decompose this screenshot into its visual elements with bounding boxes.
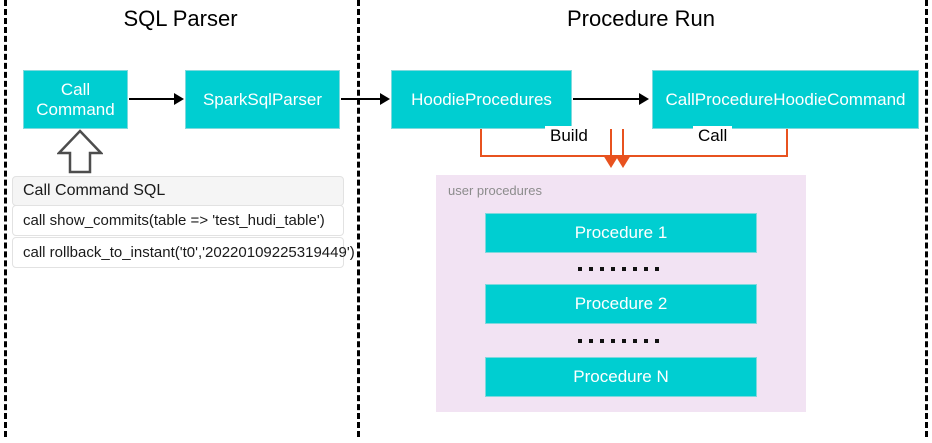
node-hoodie-procedures[interactable]: HoodieProcedures xyxy=(391,70,572,129)
node-call-command-line2: Command xyxy=(36,99,115,119)
lane-title-sql-parser: SQL Parser xyxy=(123,6,238,31)
orange-build-vertical-left xyxy=(480,129,482,156)
arrow-spark-to-hoodie-line xyxy=(341,98,380,100)
node-call-command-line1: Call xyxy=(60,79,91,99)
orange-call-horizontal xyxy=(622,155,788,157)
node-call-command[interactable]: Call Command xyxy=(23,70,128,129)
sql-examples-table: Call Command SQL call show_commits(table… xyxy=(12,176,355,268)
orange-build-vertical-right xyxy=(610,129,612,157)
orange-build-horizontal xyxy=(480,155,612,157)
orange-call-vertical-right xyxy=(786,129,788,156)
sql-table-row: call show_commits(table => 'test_hudi_ta… xyxy=(12,205,344,236)
procedure-box[interactable]: Procedure N xyxy=(485,357,757,397)
user-procedures-label: user procedures xyxy=(448,183,542,198)
orange-call-arrowhead xyxy=(615,155,631,168)
arrow-call-command-to-spark-line xyxy=(129,98,174,100)
orange-call-vertical-left xyxy=(622,129,624,157)
arrow-hoodie-to-callcmd-line xyxy=(573,98,639,100)
lane-divider-right xyxy=(925,0,928,437)
arrow-spark-to-hoodie-head xyxy=(380,93,390,105)
arrow-hoodie-to-callcmd-head xyxy=(639,93,649,105)
node-call-procedure-hoodie-command[interactable]: CallProcedureHoodieCommand xyxy=(652,70,919,129)
ellipsis-dots-1 xyxy=(578,267,659,271)
sql-table-header: Call Command SQL xyxy=(12,176,344,206)
lane-title-procedure-run: Procedure Run xyxy=(567,6,715,31)
node-spark-sql-parser[interactable]: SparkSqlParser xyxy=(185,70,340,129)
edge-label-call: Call xyxy=(693,126,733,146)
edge-label-build: Build xyxy=(545,126,593,146)
block-arrow-up-icon xyxy=(57,129,103,174)
lane-divider-middle xyxy=(357,0,360,437)
lane-divider-left xyxy=(4,0,7,437)
procedure-box[interactable]: Procedure 2 xyxy=(485,284,757,324)
sql-table-row: call rollback_to_instant('t0','202201092… xyxy=(12,237,355,268)
arrow-call-command-to-spark-head xyxy=(174,93,184,105)
ellipsis-dots-2 xyxy=(578,339,659,343)
procedure-box[interactable]: Procedure 1 xyxy=(485,213,757,253)
